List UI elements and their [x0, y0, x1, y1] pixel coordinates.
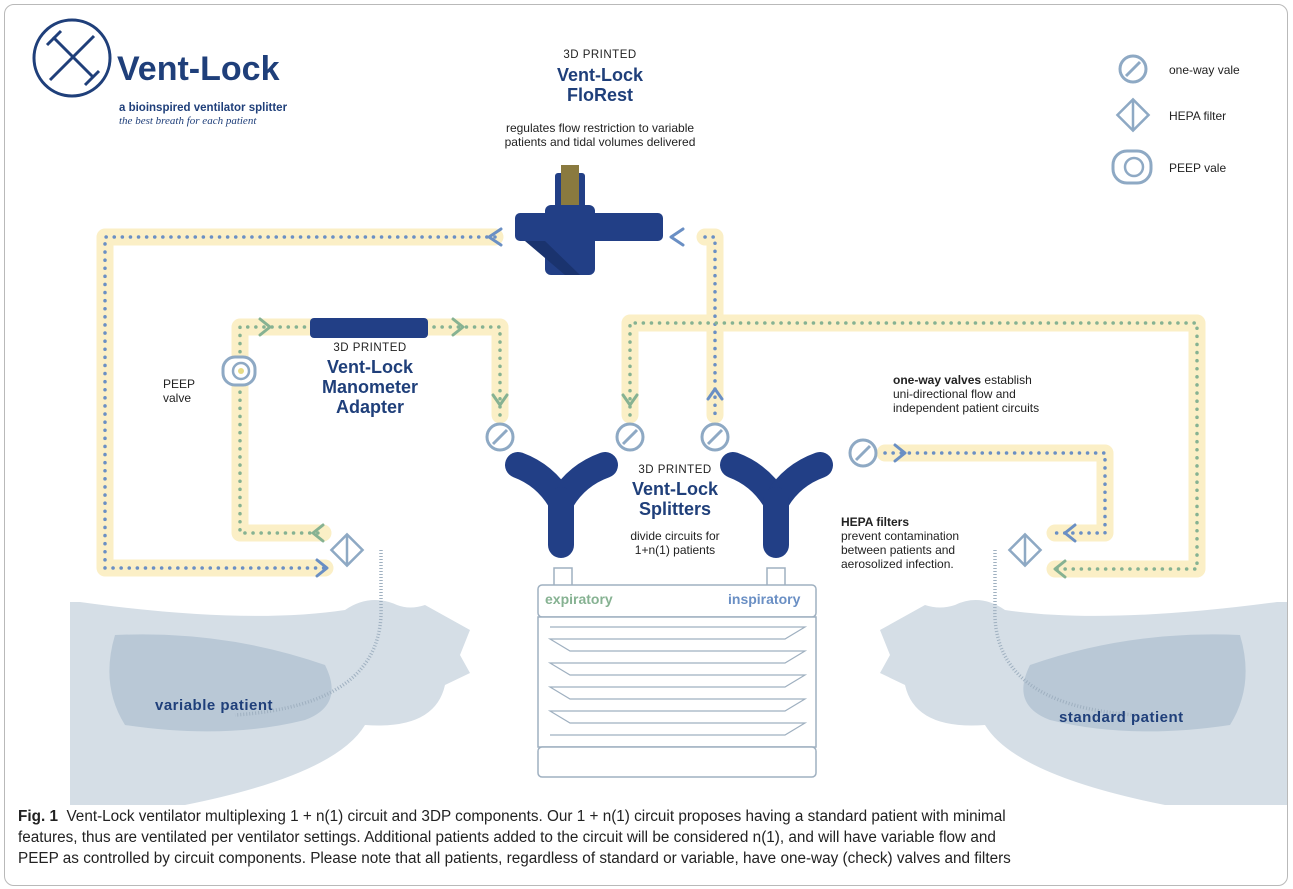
hepa-filter-icon [330, 533, 364, 567]
one-way-valve-icon [700, 422, 730, 452]
legend-peep-valve-icon [1111, 149, 1153, 185]
inspiratory-flow [103, 235, 1107, 570]
expiratory-label: expiratory [545, 591, 613, 607]
florest-desc-2: patients and tidal volumes delivered [504, 135, 696, 149]
brand-name: Vent-Lock [117, 50, 280, 88]
legend-label-valve: one-way vale [1169, 63, 1240, 77]
caption-line-2: features, thus are ventilated per ventil… [18, 829, 996, 846]
circuit-diagram [32, 18, 1287, 805]
florest-title-1: Vent-Lock [556, 65, 644, 85]
oneway-note-3: independent patient circuits [893, 401, 1040, 415]
one-way-valve-icon [615, 422, 645, 452]
florest-title-2: FloRest [566, 85, 633, 105]
variable-patient-silhouette [70, 550, 470, 805]
standard-patient-silhouette [880, 550, 1287, 805]
splitters-title-1: Vent-Lock [631, 479, 719, 499]
hepa-note-2: prevent contamination [841, 529, 960, 543]
florest-desc-1: regulates flow restriction to variable [505, 121, 695, 135]
splitters-tag: 3D PRINTED [638, 464, 712, 476]
inspiratory-label: inspiratory [728, 591, 801, 607]
manometer-title-3: Adapter [335, 397, 404, 417]
manometer-title-1: Vent-Lock [326, 357, 414, 377]
florest-tag: 3D PRINTED [563, 49, 637, 61]
hepa-note-1: HEPA filters [841, 515, 910, 529]
figure-frame: Vent-Lock a bioinspired ventilator split… [4, 4, 1288, 886]
peep-valve-icon [221, 355, 257, 387]
splitter-right [720, 452, 833, 558]
manometer-tag: 3D PRINTED [333, 342, 407, 354]
hepa-filter-icon [1008, 533, 1042, 567]
splitters-desc-1: divide circuits for [630, 529, 720, 543]
splitters-desc-2: 1+n(1) patients [634, 543, 716, 557]
brand-tagline: a bioinspired ventilator splitter [119, 102, 288, 114]
vent-lock-logo [32, 18, 112, 98]
splitter-left [505, 452, 618, 558]
caption-line-1: Fig. 1 Vent-Lock ventilator multiplexing… [18, 808, 1006, 825]
brand-subtagline: the best breath for each patient [119, 115, 257, 127]
variable-patient-label: variable patient [155, 697, 274, 714]
one-way-valve-icon [485, 422, 515, 452]
oneway-note-2: uni-directional flow and [893, 387, 1016, 401]
ventilator [537, 567, 817, 778]
expiratory-flow [238, 321, 1199, 571]
flow-arrows [258, 227, 1077, 579]
legend-label-peep: PEEP vale [1169, 161, 1227, 175]
standard-patient-label: standard patient [1059, 709, 1184, 726]
hepa-note-4: aerosolized infection. [841, 557, 954, 571]
figure-caption: Fig. 1 Vent-Lock ventilator multiplexing… [18, 806, 1273, 869]
caption-label: Fig. 1 [18, 808, 58, 825]
splitters-title-2: Splitters [638, 499, 712, 519]
caption-line-3: PEEP as controlled by circuit components… [18, 850, 1011, 867]
peep-label-1: PEEP [163, 377, 196, 391]
manometer-title-2: Manometer [321, 377, 419, 397]
florest-component [515, 165, 663, 275]
legend-one-way-valve-icon [1118, 54, 1148, 84]
peep-label-2: valve [163, 391, 192, 405]
legend-label-hepa: HEPA filter [1169, 109, 1227, 123]
oneway-note-1: one-way valves establish [893, 373, 1032, 387]
legend-hepa-filter-icon [1116, 98, 1150, 132]
manometer-adapter [310, 318, 428, 338]
one-way-valve-icon [848, 438, 878, 468]
hepa-note-3: between patients and [841, 543, 956, 557]
